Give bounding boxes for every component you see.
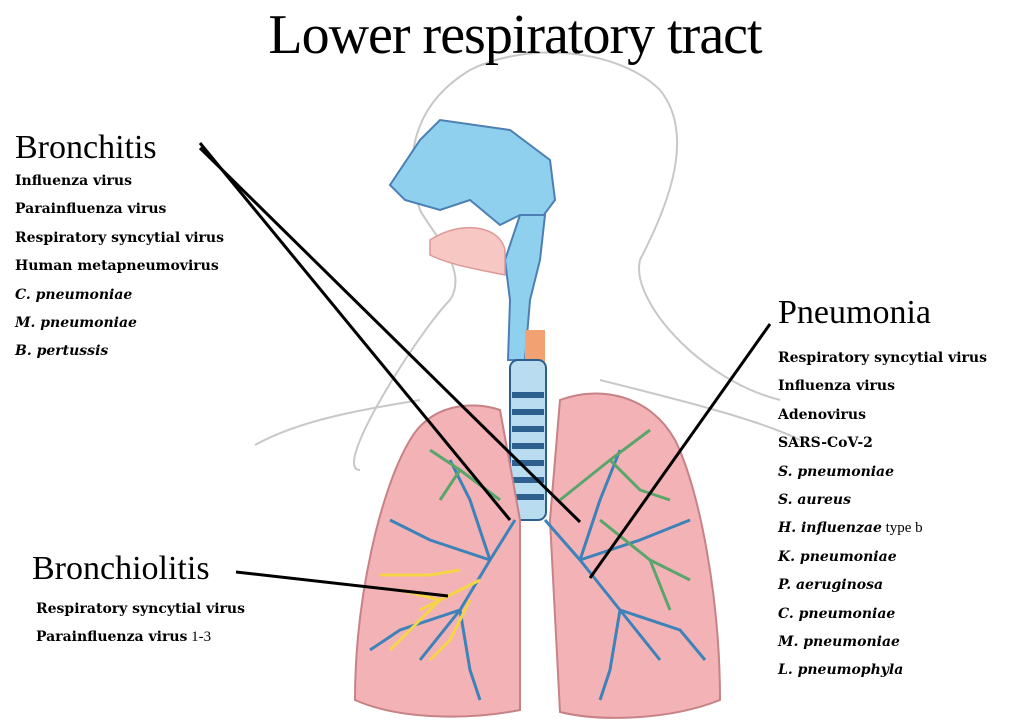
nasal-cavity [390,120,555,225]
diagram-title: Lower respiratory tract [0,0,1030,70]
agent-name: H. influenzae [778,520,882,536]
pneumonia-agent-item: H. influenzae type b [778,514,987,542]
agent-suffix: type b [882,520,923,536]
agent-name: P. aeruginosa [778,577,883,593]
bronchiolitis-agent-item: Parainfluenza virus 1-3 [36,623,245,651]
bronchiolitis-agent-item: Respiratory syncytial virus [36,595,245,623]
pneumonia-agent-item: M. pneumoniae [778,628,987,656]
agent-name: K. pneumoniae [778,549,897,565]
agent-suffix: 1-3 [187,629,211,645]
agent-name: Respiratory syncytial virus [15,230,224,246]
pneumonia-agent-item: L. pneumophyla [778,656,987,684]
agent-name: Influenza virus [778,378,895,394]
bronchitis-agent-item: M. pneumoniae [15,309,224,337]
bronchitis-agent-item: Influenza virus [15,167,224,195]
bronchitis-agent-item: Human metapneumovirus [15,252,224,280]
agent-name: C. pneumoniae [778,606,895,622]
agent-name: Respiratory syncytial virus [36,601,245,617]
agent-name: SARS-CoV-2 [778,435,873,451]
pneumonia-agent-item: S. pneumoniae [778,458,987,486]
agent-name: Parainfluenza virus [15,201,166,217]
pneumonia-heading: Pneumonia [778,294,931,332]
agent-name: Parainfluenza virus [36,629,187,645]
left-lung [355,405,520,716]
pneumonia-agent-item: Respiratory syncytial virus [778,344,987,372]
agent-name: C. pneumoniae [15,287,132,303]
shoulder-outline [255,400,420,445]
bronchitis-agent-item: B. pertussis [15,337,224,365]
pneumonia-agent-item: S. aureus [778,486,987,514]
agent-name: Adenovirus [778,407,866,423]
bronchiolitis-heading: Bronchiolitis [32,550,210,588]
agent-name: M. pneumoniae [15,315,137,331]
pneumonia-agent-item: C. pneumoniae [778,600,987,628]
bronchitis-agent-item: C. pneumoniae [15,281,224,309]
pneumonia-agent-item: Adenovirus [778,401,987,429]
pneumonia-agent-item: SARS-CoV-2 [778,429,987,457]
agent-name: S. pneumoniae [778,464,894,480]
pneumonia-agent-item: K. pneumoniae [778,543,987,571]
agent-name: M. pneumoniae [778,634,900,650]
pneumonia-agent-item: P. aeruginosa [778,571,987,599]
bronchitis-agent-item: Parainfluenza virus [15,195,224,223]
bronchitis-agent-item: Respiratory syncytial virus [15,224,224,252]
agent-name: B. pertussis [15,343,108,359]
agent-name: Influenza virus [15,173,132,189]
agent-name: Respiratory syncytial virus [778,350,987,366]
bronchitis-heading: Bronchitis [15,129,157,167]
pneumonia-agent-item: Influenza virus [778,372,987,400]
agent-name: S. aureus [778,492,851,508]
agent-name: L. pneumophyla [778,662,903,678]
oral-cavity [430,228,505,275]
agent-name: Human metapneumovirus [15,258,219,274]
